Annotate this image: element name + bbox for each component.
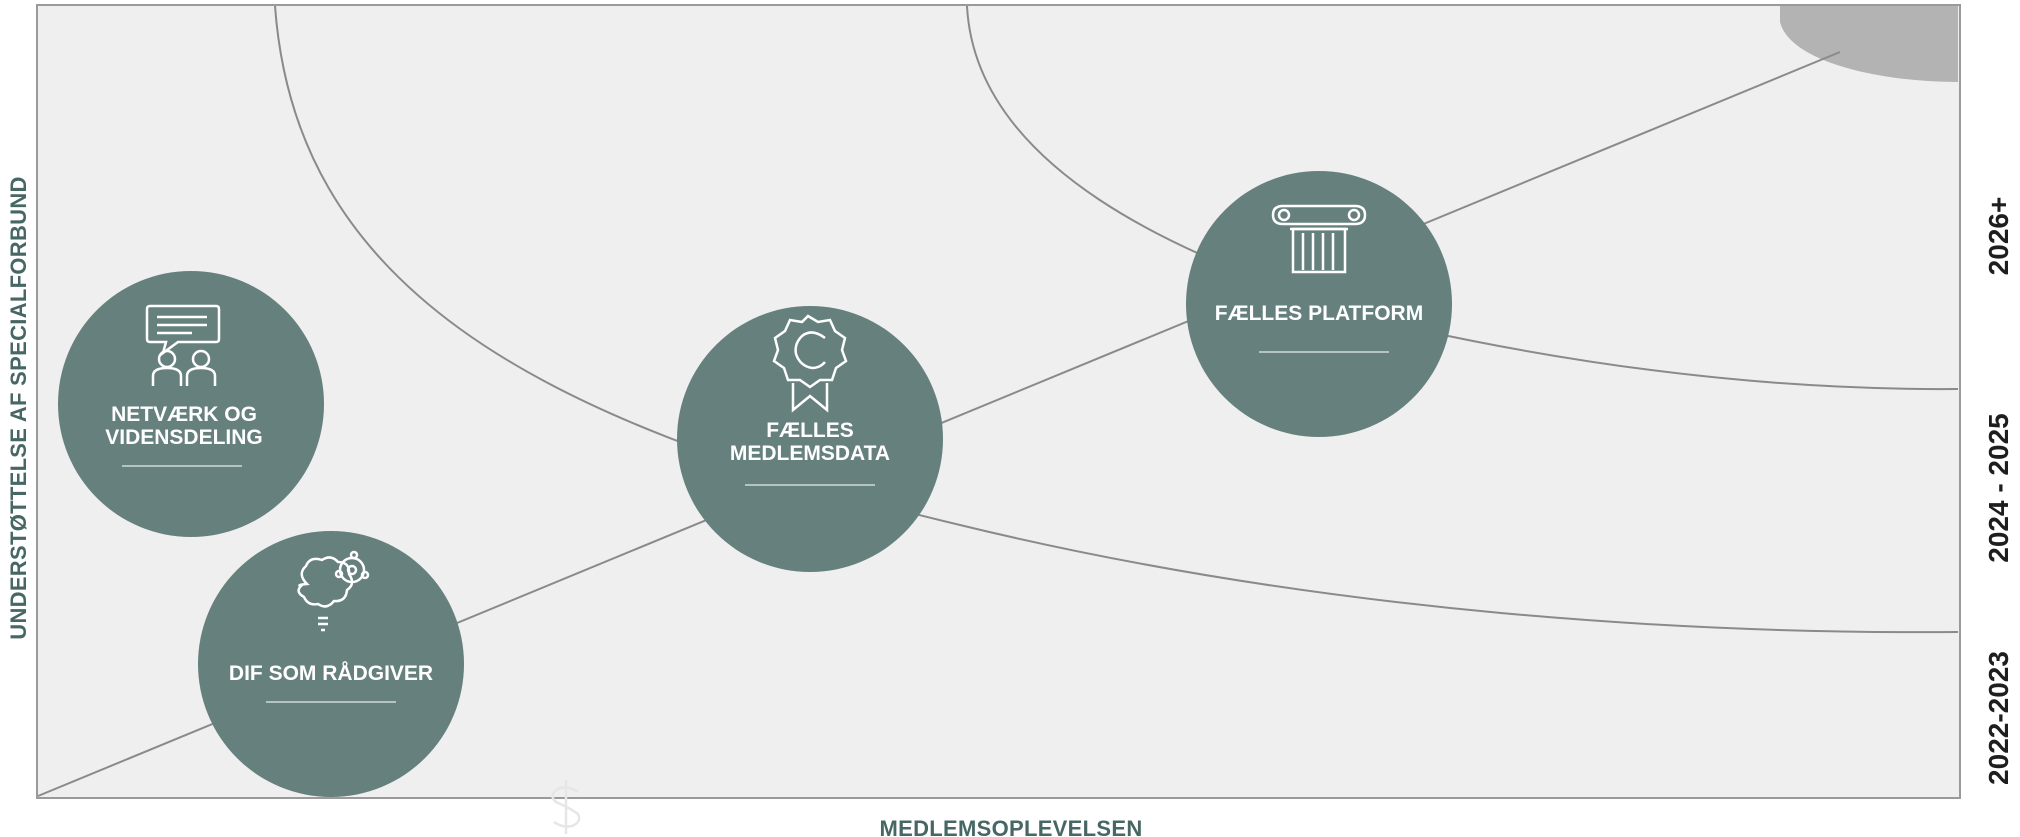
head-gears-icon (297, 550, 370, 632)
node-radgiver[interactable]: DIF SOM RÅDGIVER (198, 531, 464, 797)
node-circle (58, 271, 324, 537)
node-title: VIDENSDELING (105, 426, 263, 449)
node-circle (1186, 171, 1452, 437)
node-title: FÆLLES (766, 419, 854, 442)
node-circle (677, 306, 943, 572)
node-platform[interactable]: FÆLLES PLATFORM (1186, 171, 1452, 437)
node-netvaerk[interactable]: NETVÆRK OG VIDENSDELING (58, 271, 324, 537)
corner-blob (1780, 6, 1958, 82)
y-axis-label: UNDERSTØTTELSE AF SPECIALFORBUND (6, 176, 31, 639)
phase-label-2022-2023: 2022-2023 (1983, 651, 2014, 785)
node-title: DIF SOM RÅDGIVER (229, 661, 433, 685)
column-pillar-icon (1271, 204, 1367, 274)
dollar-icon (551, 780, 581, 834)
chat-people-icon (145, 304, 221, 386)
node-medlemsdata[interactable]: FÆLLES MEDLEMSDATA (677, 306, 943, 572)
node-circle (198, 531, 464, 797)
phase-label-2024-2025: 2024 - 2025 (1983, 413, 2014, 562)
x-axis-label: MEDLEMSOPLEVELSEN (879, 816, 1142, 837)
node-title: FÆLLES PLATFORM (1215, 302, 1423, 325)
phase-boundary-outer (274, 5, 1959, 634)
node-title: NETVÆRK OG (111, 403, 257, 426)
award-badge-icon (772, 314, 848, 413)
phase-label-2026: 2026+ (1983, 197, 2014, 276)
node-title: MEDLEMSDATA (730, 442, 890, 465)
